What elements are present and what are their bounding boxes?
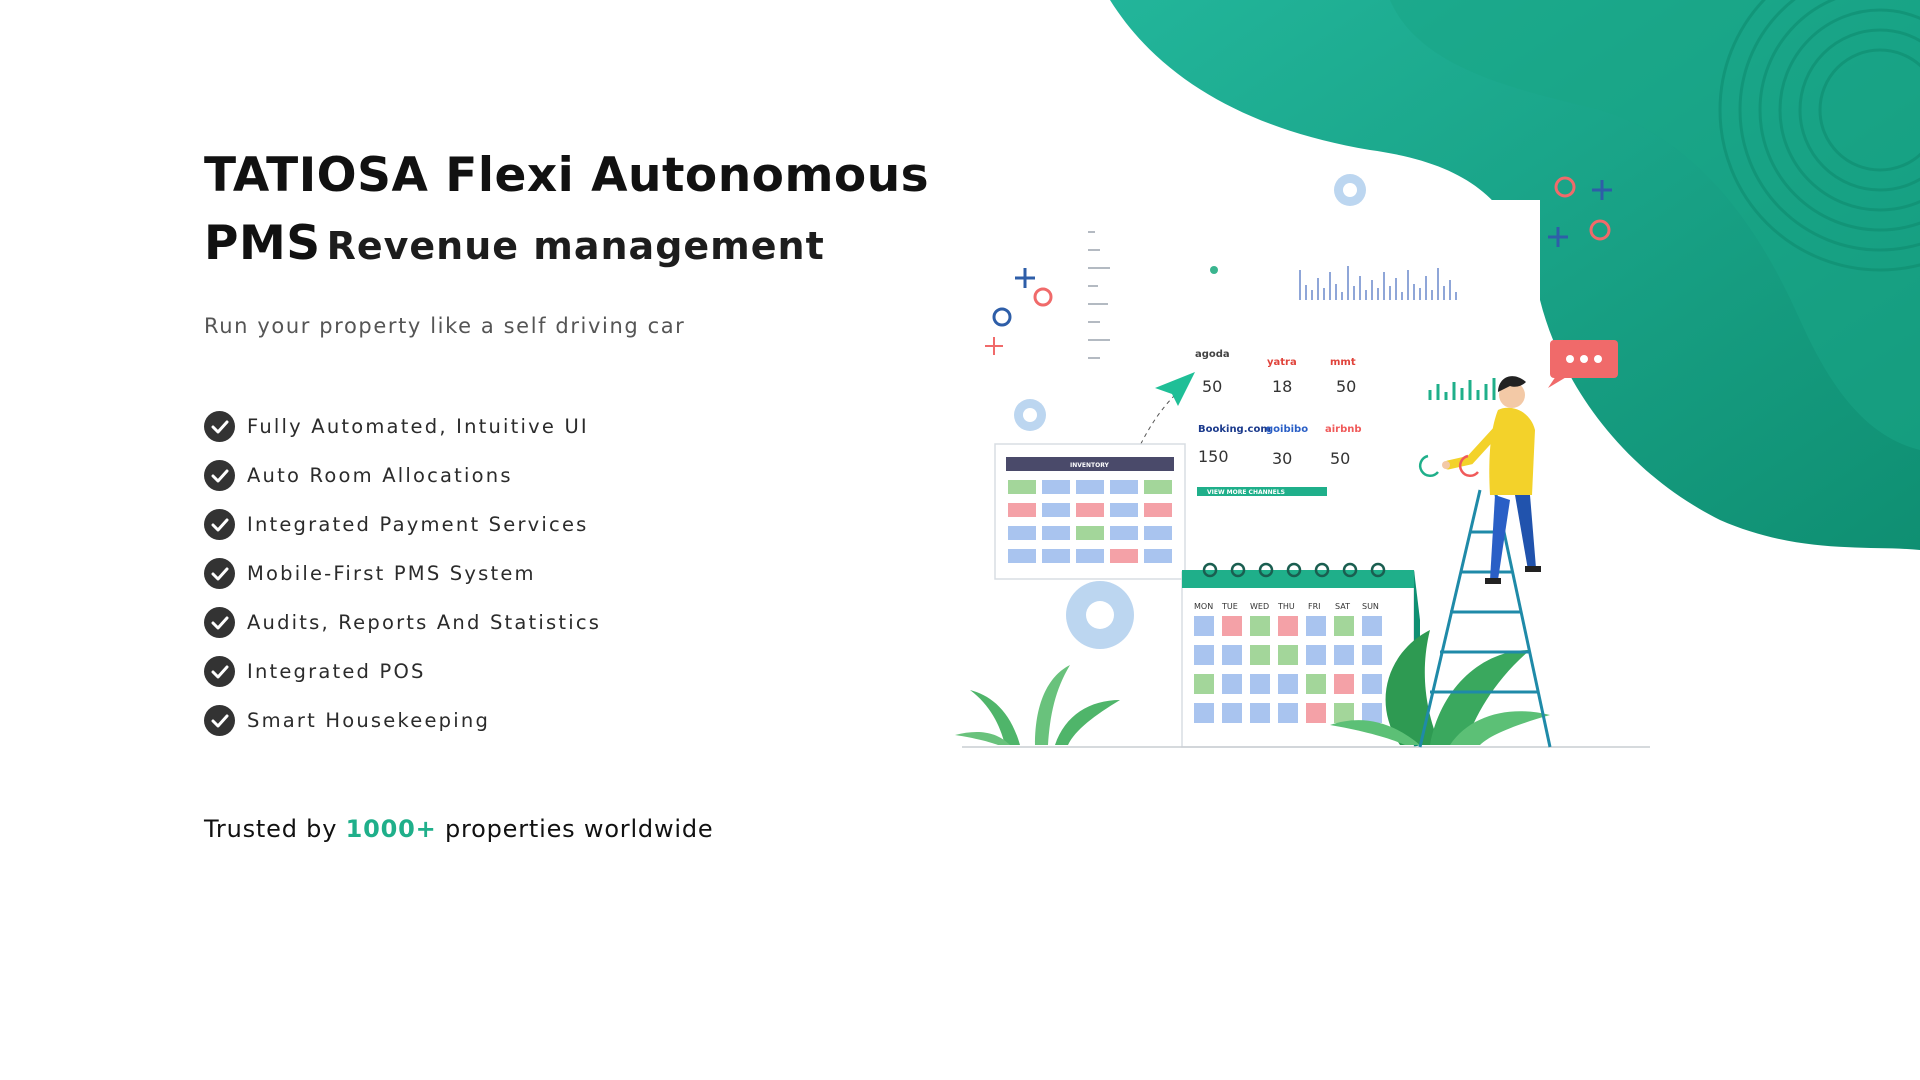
feature-label: Audits, Reports And Statistics [247,611,602,634]
decorative-ring-icon [1033,287,1053,307]
feature-label: Fully Automated, Intuitive UI [247,415,589,438]
check-circle-icon [204,509,235,540]
title-subtitle: Revenue management [326,224,825,268]
inventory-title: INVENTORY [1070,462,1110,469]
weekday-label: TUE [1221,602,1238,611]
decorative-ring-icon [1589,219,1611,241]
decorative-plus-icon [1015,268,1035,288]
weekday-label: SAT [1335,602,1350,611]
view-more-label: VIEW MORE CHANNELS [1207,489,1285,496]
feature-list: Fully Automated, Intuitive UI Auto Room … [204,402,964,745]
plant-left-graphic [955,665,1120,745]
trusted-by-line: Trusted by 1000+ properties worldwide [204,815,964,843]
decorative-plus-icon [1592,180,1612,200]
feature-item: Auto Room Allocations [204,451,964,500]
feature-label: Auto Room Allocations [247,464,513,487]
feature-item: Integrated POS [204,647,964,696]
hero-illustration: agoda yatra mmt 50 18 50 Booking.com goi… [955,174,1650,748]
trusted-suffix: properties worldwide [444,815,714,843]
weekday-label: SUN [1362,602,1379,611]
decorative-plus-icon [1548,227,1568,247]
check-circle-icon [204,411,235,442]
feature-item: Audits, Reports And Statistics [204,598,964,647]
weekday-label: WED [1250,602,1269,611]
channel-brand: Booking.com [1198,424,1271,435]
dot-marker [1210,266,1218,274]
decorative-ring-icon [1554,176,1576,198]
view-more-channels-button[interactable] [1197,487,1327,496]
feature-label: Integrated Payment Services [247,513,589,536]
check-circle-icon [204,558,235,589]
title-main: TATIOSA Flexi Autonomous PMS [204,148,930,271]
mini-bar-graphic [1428,378,1496,400]
gear-icon [1066,581,1134,649]
gear-icon [1014,399,1046,431]
channel-value: 50 [1336,377,1356,396]
gauge-icon [1418,454,1439,477]
trusted-prefix: Trusted by [204,815,338,843]
feature-item: Integrated Payment Services [204,500,964,549]
tagline: Run your property like a self driving ca… [204,314,686,338]
channel-brand: goibibo [1266,424,1308,435]
channel-brand: yatra [1267,357,1297,368]
channel-value: 18 [1272,377,1292,396]
inventory-card: INVENTORY [994,443,1186,580]
calendar-graphic: MON TUE WED THU FRI SAT SUN [1181,562,1420,748]
feature-item: Smart Housekeeping [204,696,964,745]
feature-item: Fully Automated, Intuitive UI [204,402,964,451]
channel-value: 30 [1272,449,1292,468]
check-circle-icon [204,460,235,491]
property-count: 1000+ [345,815,437,843]
weekday-label: MON [1194,602,1213,611]
person-on-ladder-graphic [1442,376,1541,584]
channel-value: 50 [1330,449,1350,468]
check-circle-icon [204,705,235,736]
gear-icon [1334,174,1366,206]
feature-label: Mobile-First PMS System [247,562,536,585]
decorative-ring-icon [992,307,1012,327]
check-circle-icon [204,656,235,687]
feature-label: Smart Housekeeping [247,709,491,732]
chat-bubble-icon [1548,340,1618,388]
feature-label: Integrated POS [247,660,426,683]
channel-value: 50 [1202,377,1222,396]
channel-value: 150 [1198,447,1229,466]
channel-brand: airbnb [1325,424,1362,435]
paper-plane-icon [1155,372,1195,406]
check-circle-icon [204,607,235,638]
decorative-plus-icon [985,337,1003,355]
channel-stats: agoda yatra mmt 50 18 50 Booking.com goi… [1195,349,1362,496]
bar-sparkline-graphic [1299,266,1457,300]
feature-item: Mobile-First PMS System [204,549,964,598]
gauge-icon [1458,454,1479,477]
mini-list-graphic [1088,231,1110,359]
channel-brand: mmt [1330,357,1356,368]
weekday-label: THU [1277,602,1295,611]
channel-brand: agoda [1195,349,1230,360]
weekday-label: FRI [1308,602,1321,611]
